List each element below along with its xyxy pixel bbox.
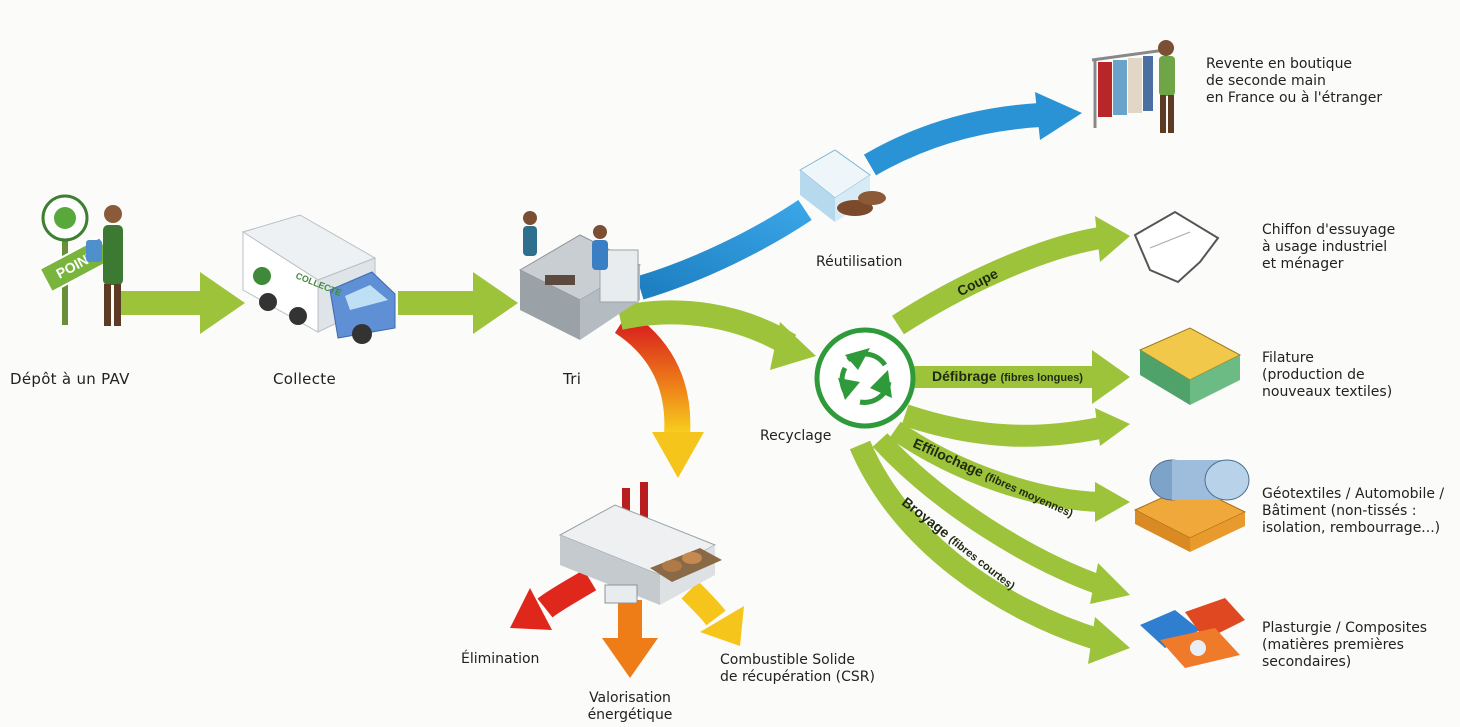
plastic-pellets-icon (1140, 598, 1245, 668)
branch-label-defibrage: Défibrage (fibres longues) (932, 368, 1083, 384)
flow-arrow-collecte-tri (398, 272, 518, 334)
stage-label-reutilisation: Réutilisation (816, 254, 903, 270)
rag-icon (1133, 210, 1220, 284)
stage-label-depot: Dépôt à un PAV (10, 370, 130, 388)
nonwoven-roll-icon (1133, 459, 1250, 552)
outcome-elimination: Élimination (461, 651, 540, 667)
stage-label-tri: Tri (563, 370, 582, 388)
factory-icon (558, 482, 722, 605)
sorting-station-icon (518, 211, 642, 340)
reused-clothes-icon (799, 149, 886, 222)
flow-arrow-depot-collecte (120, 272, 245, 334)
outcome-geotextiles: Géotextiles / Automobile /Bâtiment (non-… (1262, 486, 1445, 536)
end-of-life-arrows (510, 569, 744, 678)
recycling-branch-arrows (849, 216, 1130, 664)
reuse-arrow (636, 92, 1082, 300)
stage-label-collecte: Collecte (273, 370, 336, 388)
person-depositing-icon (86, 205, 123, 326)
waste-arrow (614, 311, 704, 478)
collection-truck-icon: COLLECTE (241, 214, 396, 344)
recycle-arrow (617, 300, 816, 370)
clothing-rack-icon (1091, 40, 1175, 133)
recycling-symbol-icon (814, 327, 916, 429)
folded-textile-icon (1138, 327, 1242, 405)
stage-label-recyclage: Recyclage (760, 428, 832, 444)
outcome-plasturgie: Plasturgie / Composites(matières premièr… (1262, 620, 1428, 670)
